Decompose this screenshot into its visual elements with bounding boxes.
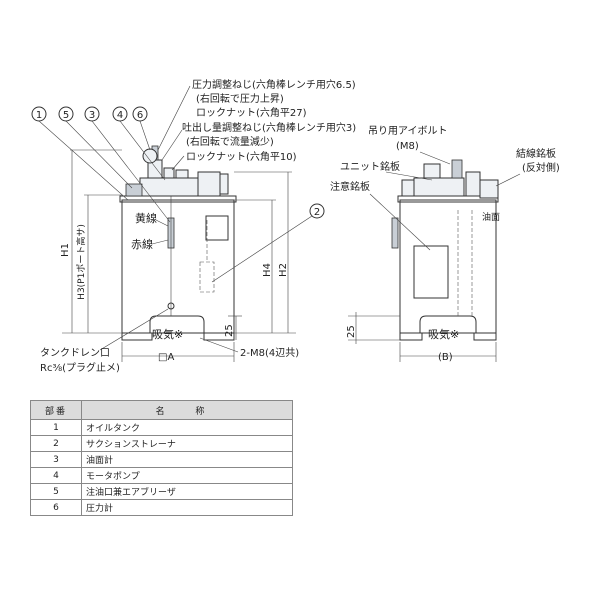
- side-suction-label: 吸気※: [428, 327, 459, 341]
- balloon-3: 3: [89, 110, 95, 121]
- tank-drain-port: [167, 302, 175, 310]
- header-part-name: 名 称: [81, 400, 293, 420]
- red-line-label: 赤線: [131, 237, 153, 251]
- pressure-gauge: [142, 148, 158, 164]
- front-balloons: 1 5 3 4 6: [31, 106, 148, 122]
- front-suction-label: 吸気※: [152, 327, 183, 341]
- side-tank-body: [399, 199, 497, 334]
- yellow-line-label: 黄線: [135, 211, 157, 225]
- locknut-10-label: ロックナット(六角平10): [186, 151, 297, 163]
- tank-drain-label: タンクドレン口: [40, 347, 110, 359]
- front-view: 1 5 3 4 6 2 圧力調整ねじ(六角棒レンチ用穴6.5) (右回転で圧力上…: [31, 78, 356, 374]
- caution-plate: [413, 245, 449, 299]
- oil-level-label: 油面: [482, 211, 500, 223]
- h3-label: H3(P1ポート高サ): [75, 224, 87, 300]
- wiring-plate-label: 結線銘板: [516, 147, 556, 160]
- unit-plate-label: ユニット銘板: [340, 160, 400, 173]
- motor-pump-body: [139, 177, 199, 197]
- locknut-27-label: ロックナット(六角平27): [196, 107, 307, 119]
- eyebolt-size-label: (M8): [396, 141, 419, 152]
- front-inspection-window: [205, 215, 229, 241]
- front-25-label: 25: [224, 324, 235, 337]
- balloon-2: 2: [314, 207, 320, 218]
- side-oil-gauge: [391, 217, 399, 249]
- wiring-plate-box: [479, 179, 499, 199]
- pressure-screw-label: 圧力調整ねじ(六角棒レンチ用穴6.5): [192, 78, 356, 91]
- wiring-plate-note: (反対側): [522, 161, 560, 174]
- motor-housing: [197, 171, 221, 197]
- side-suction-slot: [419, 315, 477, 333]
- eyebolt-label: 吊り用アイボルト: [368, 125, 448, 137]
- front-tank-lid: [119, 195, 237, 203]
- flow-screw-label: 吐出し量調整ねじ(六角棒レンチ用穴3): [182, 121, 356, 134]
- side-tank-feet: [399, 333, 497, 341]
- flow-screw-note: (右回転で流量減少): [186, 135, 274, 148]
- balloon-6: 6: [137, 110, 143, 121]
- h2-label: H2: [278, 263, 289, 277]
- square-a-label: □A: [158, 352, 174, 363]
- h1-label: H1: [60, 243, 71, 257]
- balloon-1: 1: [36, 110, 42, 121]
- drain-plug-label: Rc⅜(プラグ止メ): [40, 361, 120, 374]
- side-25-label: 25: [346, 325, 357, 338]
- caution-plate-label: 注意銘板: [330, 180, 370, 193]
- front-tank-body: [121, 199, 235, 334]
- eyebolt: [451, 159, 463, 179]
- balloon-5: 5: [63, 110, 69, 121]
- parts-table-header: 部番 名 称: [30, 400, 293, 420]
- h4-label: H4: [262, 263, 273, 277]
- balloon-4: 4: [117, 110, 123, 121]
- side-motor-pump: [413, 177, 465, 197]
- pressure-screw-note: (右回転で圧力上昇): [196, 92, 284, 105]
- suction-strainer: [199, 261, 215, 293]
- b-label: (B): [438, 352, 453, 363]
- header-part-no: 部番: [30, 400, 82, 420]
- bolts-label: 2-M8(4辺共): [240, 347, 299, 359]
- filler-breather: [125, 183, 143, 197]
- side-view: 油面 吊り用アイボルト (M8) ユニット銘板 注意銘板 結線銘板 (反対側) …: [330, 125, 560, 363]
